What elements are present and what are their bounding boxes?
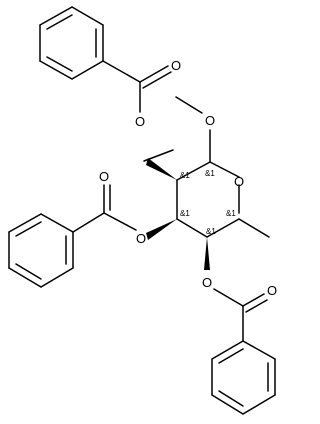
carbonyl-oxygen-c3-label: O [99, 169, 109, 184]
benzoyl-group-bottom [211, 288, 276, 415]
ester-oxygen-c2-label: O [135, 114, 145, 129]
stereo-label-c5: &1 [226, 209, 236, 218]
carbonyl-oxygen-c4-label: O [267, 283, 277, 298]
atom-labels: O O O O O O O O [99, 58, 277, 298]
pyranose-ring [175, 96, 270, 238]
ester-oxygen-c4-label: O [202, 275, 212, 290]
stereo-label-c3: &1 [180, 209, 190, 218]
structure-canvas: O O O O O O O O &1 &1 &1 &1 &1 [8, 6, 277, 415]
stereo-label-c2: &1 [180, 171, 190, 180]
benzoyl-group-top [39, 6, 174, 162]
ester-oxygen-c3-label: O [136, 231, 146, 246]
stereo-wedges [146, 158, 210, 270]
stereo-label-c1: &1 [205, 169, 215, 178]
benzoyl-group-left [8, 184, 137, 288]
methoxy-oxygen-label: O [205, 113, 215, 128]
carbonyl-oxygen-c2-label: O [171, 58, 181, 73]
ring-oxygen-label: O [234, 174, 244, 189]
molecule-structure: O O O O O O O O &1 &1 &1 &1 &1 [8, 6, 277, 415]
stereo-labels: &1 &1 &1 &1 &1 [180, 169, 236, 236]
stereo-label-c4: &1 [206, 227, 216, 236]
